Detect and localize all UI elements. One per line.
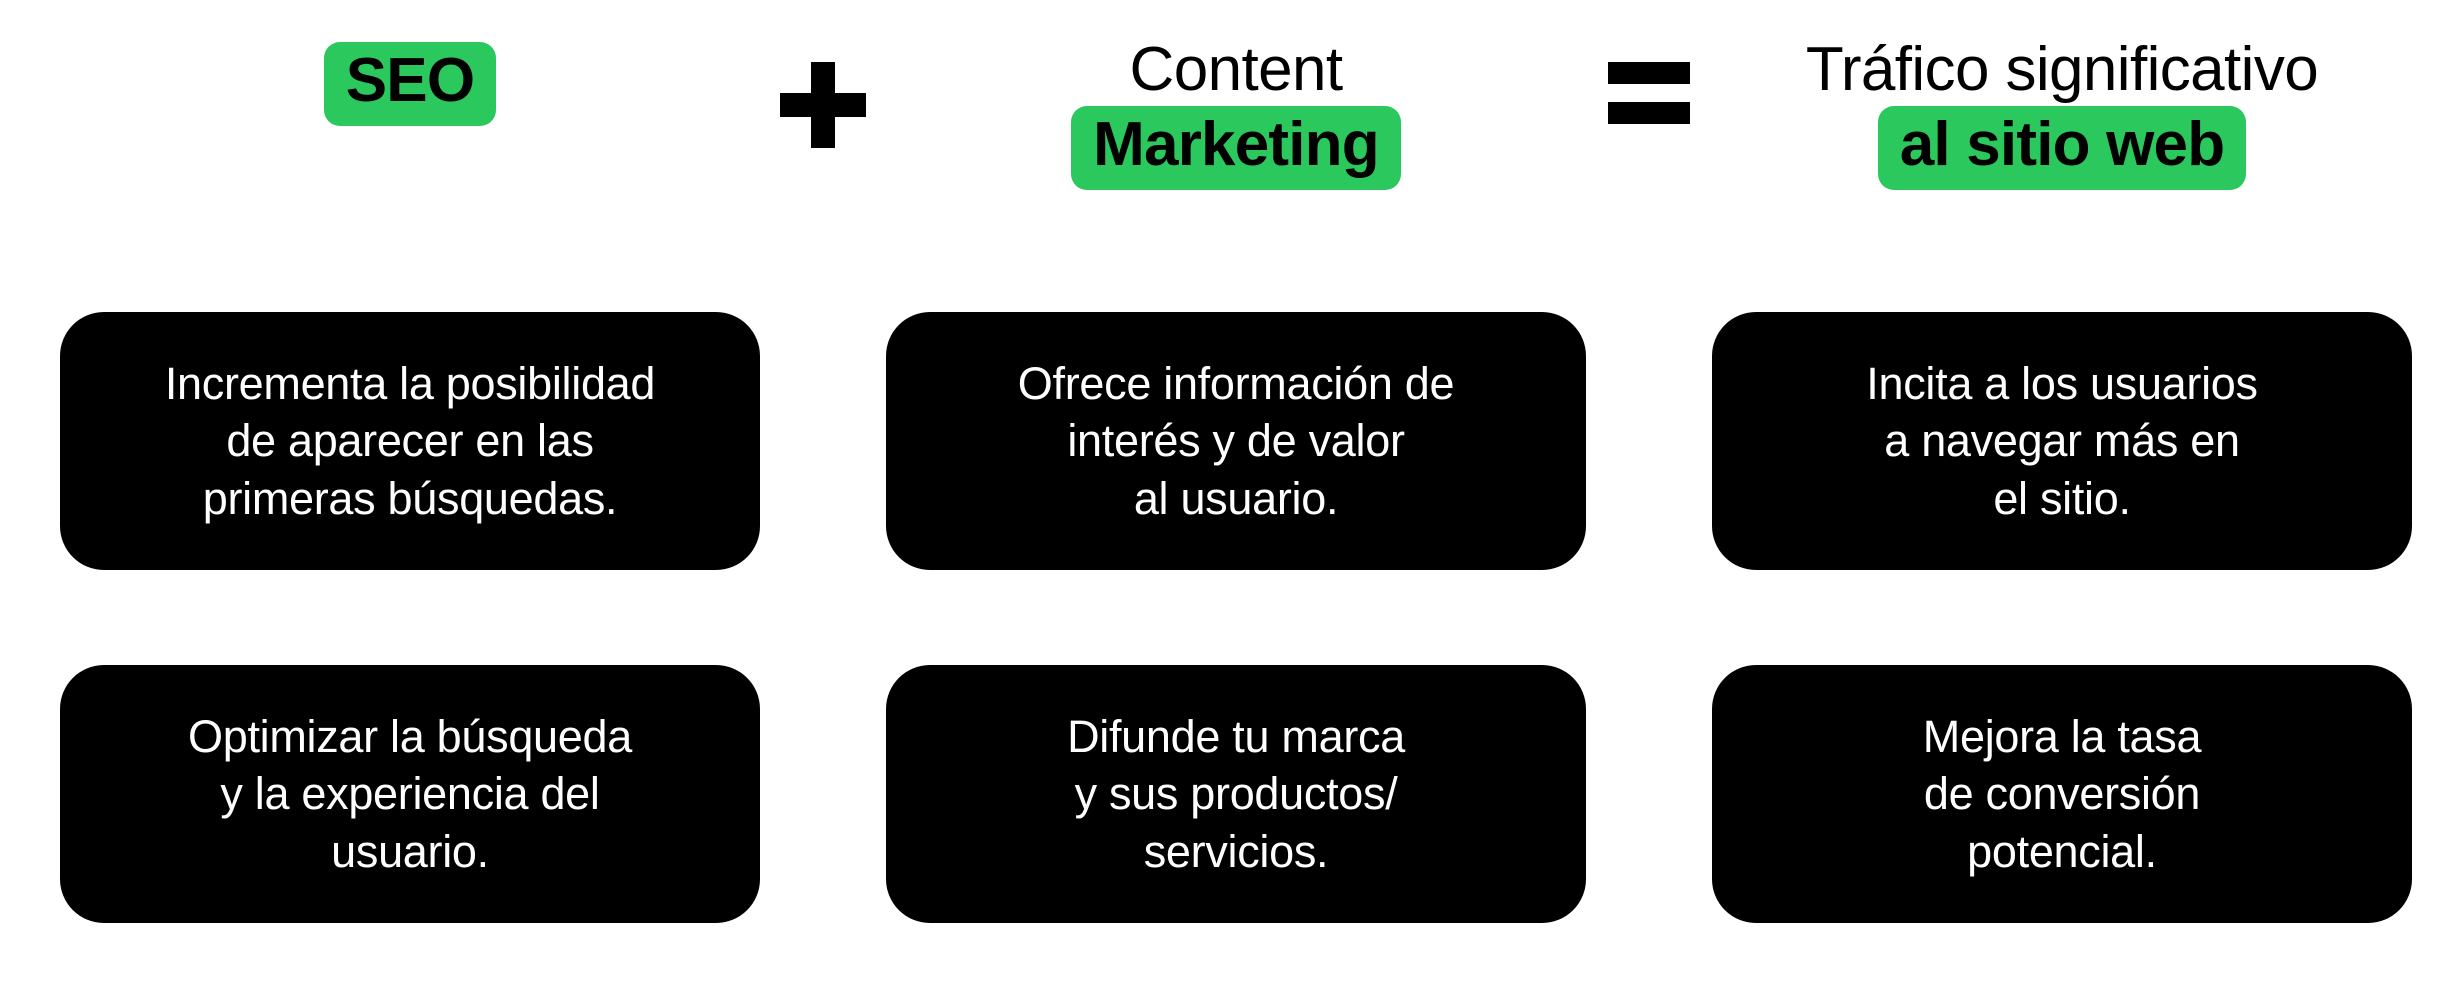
marketing-pill-row: Marketing xyxy=(1071,105,1401,190)
card-content-row2: Difunde tu marca y sus productos/ servic… xyxy=(886,665,1586,923)
card-content-row1: Ofrece información de interés y de valor… xyxy=(886,312,1586,570)
card-text: Mejora la tasa de conversión potencial. xyxy=(1922,710,2202,877)
card-trafico-row1: Incita a los usuarios a navegar más en e… xyxy=(1712,312,2412,570)
seo-pill-row: SEO xyxy=(323,42,497,126)
equals-bar-top xyxy=(1608,62,1690,84)
card-text: Incrementa la posibilidad de aparecer en… xyxy=(164,357,656,524)
card-seo-row1: Incrementa la posibilidad de aparecer en… xyxy=(60,312,760,570)
plus-icon xyxy=(780,62,866,148)
card-text: Incita a los usuarios a navegar más en e… xyxy=(1866,357,2258,524)
equation-term-content-marketing: Content Marketing xyxy=(886,0,1586,290)
equation-term-trafico: Tráfico significativo al sitio web xyxy=(1712,0,2412,290)
card-trafico-row2: Mejora la tasa de conversión potencial. xyxy=(1712,665,2412,923)
marketing-highlight-badge: Marketing xyxy=(1071,105,1401,190)
equation-header: SEO Content Marketing Tráfico significat… xyxy=(60,0,2400,290)
seo-highlight-badge: SEO xyxy=(323,42,497,126)
benefit-card-grid: Incrementa la posibilidad de aparecer en… xyxy=(60,312,2412,923)
card-text: Optimizar la búsqueda y la experiencia d… xyxy=(188,710,632,877)
trafico-plain-label: Tráfico significativo xyxy=(1805,35,2319,104)
equals-operator-cell xyxy=(1586,0,1712,290)
card-seo-row2: Optimizar la búsqueda y la experiencia d… xyxy=(60,665,760,923)
sitio-web-highlight-badge: al sitio web xyxy=(1877,105,2247,190)
plus-operator-cell xyxy=(760,0,886,290)
equals-bar-bottom xyxy=(1608,102,1690,124)
equals-icon xyxy=(1608,62,1690,124)
sitio-web-pill-row: al sitio web xyxy=(1877,105,2247,190)
card-text: Ofrece información de interés y de valor… xyxy=(1017,357,1455,524)
content-plain-label: Content xyxy=(1129,35,1344,104)
card-text: Difunde tu marca y sus productos/ servic… xyxy=(1067,710,1405,877)
equation-term-seo: SEO xyxy=(60,0,760,290)
